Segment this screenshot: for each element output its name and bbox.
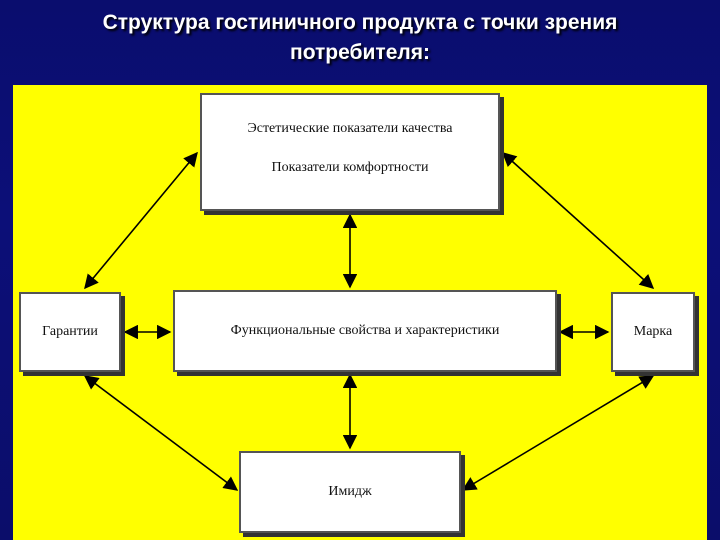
node-top-line-1: Эстетические показатели качества bbox=[247, 120, 453, 136]
node-quality-comfort: Эстетические показатели качества Показат… bbox=[200, 93, 500, 211]
slide-title-line-1: Структура гостиничного продукта с точки … bbox=[102, 11, 618, 34]
slide-title: Структура гостиничного продукта с точки … bbox=[0, 8, 720, 68]
connector-arrows bbox=[83, 151, 655, 491]
node-top-line-2: Показатели комфортности bbox=[271, 159, 429, 175]
node-functional-properties: Функциональные свойства и характеристики bbox=[173, 290, 557, 372]
arrow-bottom-right bbox=[461, 375, 655, 491]
node-image: Имидж bbox=[239, 451, 461, 533]
arrow-top-right bbox=[501, 152, 655, 289]
node-right-label: Марка bbox=[633, 324, 673, 339]
node-bottom-label: Имидж bbox=[328, 484, 372, 499]
node-left-label: Гарантии bbox=[42, 324, 98, 339]
node-brand: Марка bbox=[611, 292, 695, 372]
node-guarantees: Гарантии bbox=[19, 292, 121, 372]
arrow-left-bottom bbox=[83, 375, 239, 491]
slide-title-line-2: потребителя: bbox=[290, 41, 430, 64]
diagram-panel: Эстетические показатели качества Показат… bbox=[13, 85, 707, 540]
node-center-label: Функциональные свойства и характеристики bbox=[230, 323, 500, 338]
arrow-left-top bbox=[84, 151, 198, 290]
